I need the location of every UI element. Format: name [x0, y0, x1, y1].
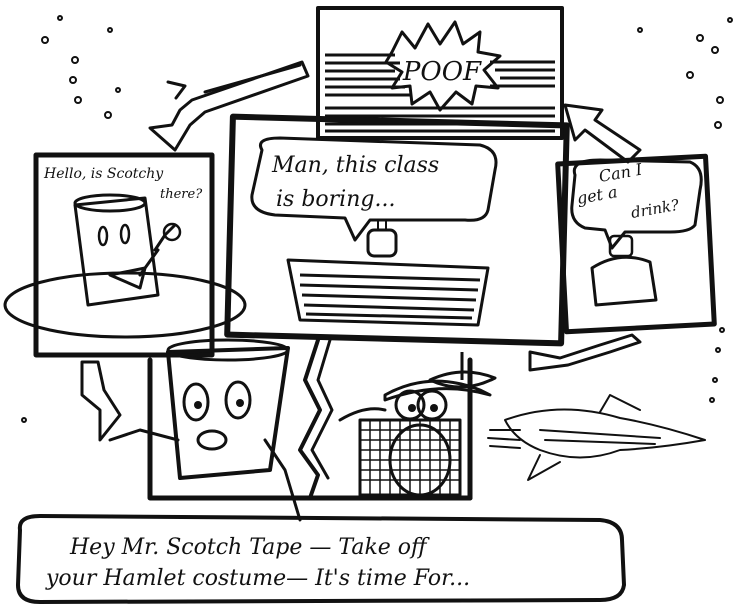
tape-hand	[162, 222, 182, 242]
tape-character	[108, 338, 302, 522]
center-panel: Man, this class is boring...	[224, 113, 570, 347]
right-panel: Can I get a drink?	[555, 153, 717, 335]
center-speech-bubble	[250, 136, 498, 242]
left-panel: Hello, is Scotchy there?	[3, 152, 247, 358]
right-speech-line2: get a	[575, 182, 618, 208]
tape-char-arm	[263, 438, 302, 522]
tape-char-eye-right	[224, 380, 252, 420]
arrow-top-to-left	[148, 60, 310, 152]
center-speech-line1: Man, this class	[271, 153, 439, 178]
crack-line-2	[310, 338, 334, 480]
arrow-left-to-bottom	[80, 360, 122, 442]
tape-char-arm-2	[108, 428, 180, 442]
left-panel-caption: Hello, is Scotchy	[43, 166, 164, 182]
desk	[286, 258, 490, 327]
right-speech-line3: drink?	[630, 196, 682, 222]
tape-cup	[73, 196, 160, 307]
poof-burst	[384, 20, 502, 112]
arrow-right-to-bottom	[528, 333, 642, 372]
bottom-panel	[147, 338, 473, 501]
tape-eye-left	[97, 225, 109, 247]
student-body-right	[590, 255, 658, 307]
poof-text: POOF	[402, 57, 482, 87]
bottom-caption-line2: your Hamlet costume— It's time For...	[45, 566, 470, 591]
tape-char-mouth	[196, 429, 228, 451]
bottom-caption-box: Hey Mr. Scotch Tape — Take off your Haml…	[16, 514, 626, 604]
border-dots	[21, 15, 733, 423]
left-panel-caption-2: there?	[160, 187, 203, 202]
tape-mouth	[108, 266, 147, 290]
student-head	[366, 228, 398, 258]
arrow-right-to-top	[563, 103, 642, 164]
tape-char-eye-left	[182, 382, 210, 422]
center-speech-line2: is boring...	[276, 187, 395, 212]
bottom-caption-line1: Hey Mr. Scotch Tape — Take off	[69, 535, 430, 560]
tape-eye-right	[119, 223, 131, 245]
right-speech-bubble	[570, 158, 703, 250]
propeller-character	[338, 352, 497, 497]
propeller-blades	[428, 370, 497, 389]
crack-line	[298, 338, 322, 500]
fish-sketch	[487, 394, 706, 481]
